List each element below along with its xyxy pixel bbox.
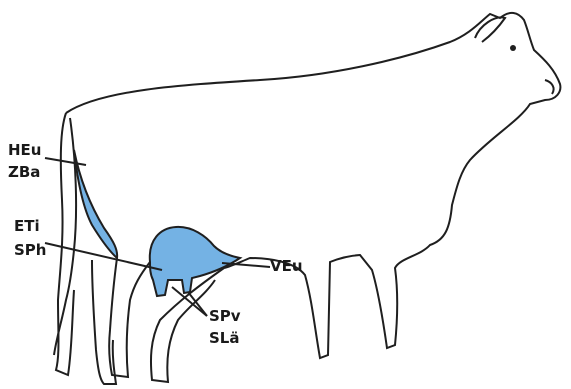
label-spv: SPv	[209, 306, 241, 326]
cow-hind-leg-outline	[92, 260, 116, 384]
label-heu: HEu	[8, 140, 41, 160]
leader-spv-right	[188, 292, 207, 316]
leader-heu	[45, 158, 86, 165]
udder-highlight	[150, 227, 240, 296]
cow-ear-outline	[475, 17, 505, 42]
label-zba: ZBa	[8, 162, 40, 182]
label-eti: ETi	[14, 216, 40, 236]
label-sla: SLä	[209, 328, 239, 348]
cow-nose-outline	[545, 80, 554, 94]
leader-eti	[45, 243, 162, 270]
cow-eye-icon	[510, 45, 516, 51]
cow-body-outline	[66, 13, 560, 358]
label-veu: VEu	[270, 256, 303, 276]
cow-rear-leg-outline	[109, 258, 150, 377]
rear-leg-highlight	[74, 150, 117, 258]
label-sph: SPh	[14, 240, 46, 260]
